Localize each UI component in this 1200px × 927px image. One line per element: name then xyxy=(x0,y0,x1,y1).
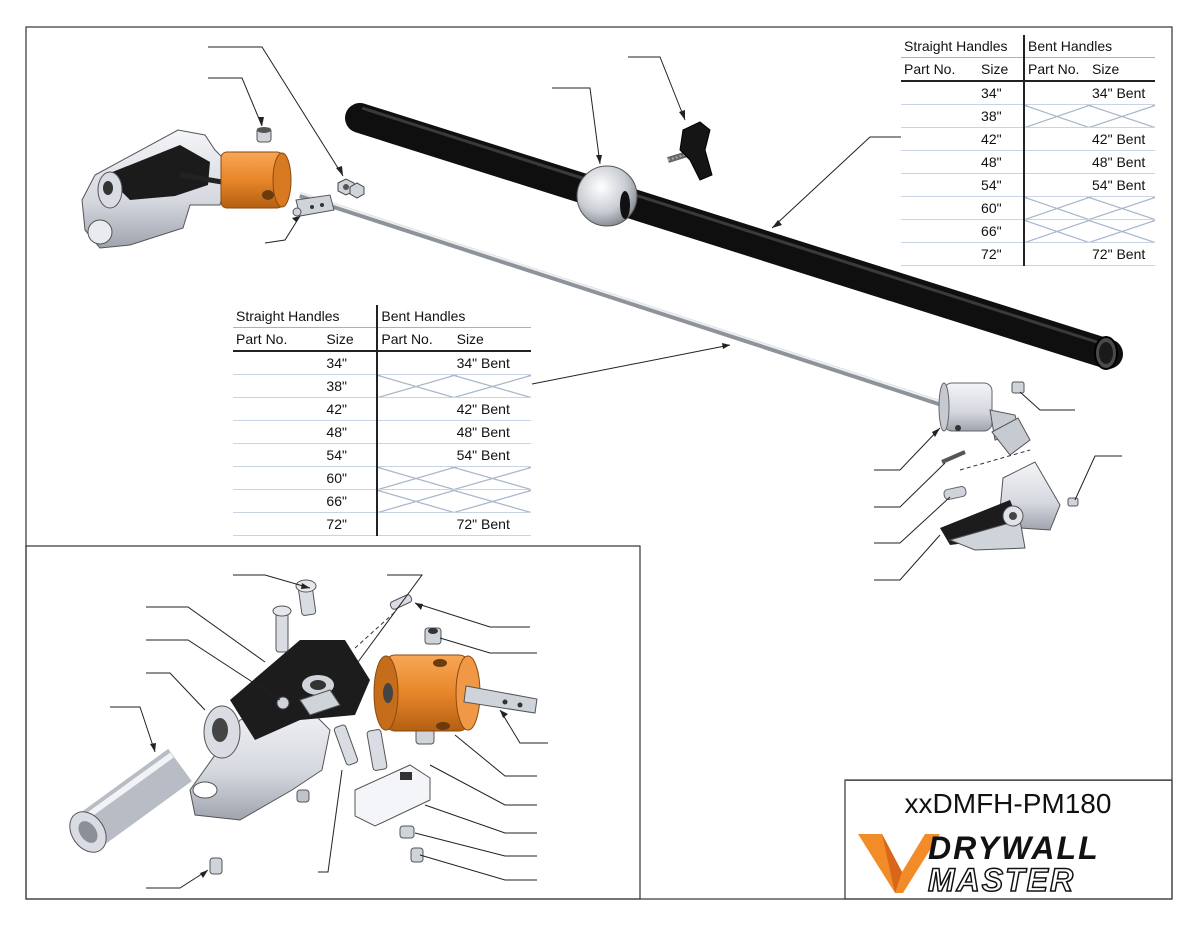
unavailable-cell xyxy=(453,489,531,513)
straight-handles-header: Straight Handles xyxy=(233,305,379,328)
unavailable-cell xyxy=(1089,196,1155,220)
bent-size-cell: 48" Bent xyxy=(453,420,531,444)
size-cell: 34" xyxy=(978,81,1026,105)
brand-word-master: MASTER xyxy=(927,861,1076,899)
unavailable-cell xyxy=(453,374,531,398)
bent-size-cell: 42" Bent xyxy=(453,397,531,421)
unavailable-cell xyxy=(453,466,531,490)
size-cell: 34" xyxy=(323,351,379,375)
bent-size-cell: 54" Bent xyxy=(453,443,531,467)
handle-table-top: Straight Handles Bent Handles Part No. S… xyxy=(901,35,1155,266)
table-row: 34" 34" Bent xyxy=(233,351,531,375)
brand-logo: DRYWALL MASTER xyxy=(846,824,1171,899)
table-row: 38" xyxy=(901,104,1155,128)
table-row: 48" 48" Bent xyxy=(233,420,531,444)
detail-head-assembly xyxy=(69,579,538,875)
table-row: 54" 54" Bent xyxy=(901,173,1155,197)
unavailable-cell xyxy=(1089,219,1155,243)
size-cell: 72" xyxy=(323,512,379,536)
table-row: 42" 42" Bent xyxy=(901,127,1155,151)
size-cell: 42" xyxy=(978,127,1026,151)
bent-size-cell: 48" Bent xyxy=(1089,150,1155,174)
size-cell: 66" xyxy=(978,219,1026,243)
bent-size-cell: 72" Bent xyxy=(1089,242,1155,266)
unavailable-cell xyxy=(1024,219,1090,243)
table-row: 60" xyxy=(233,466,531,490)
table-row: 60" xyxy=(901,196,1155,220)
detail-view-border xyxy=(25,545,641,900)
leader-arrowheads-detail xyxy=(150,583,508,878)
size-cell: 38" xyxy=(978,104,1026,128)
table-row: 42" 42" Bent xyxy=(233,397,531,421)
table-row: 66" xyxy=(901,219,1155,243)
table-row: 66" xyxy=(233,489,531,513)
part-no-header: Part No. xyxy=(233,327,324,352)
handle-table-middle: Straight Handles Bent Handles Part No. S… xyxy=(233,305,531,536)
t-knob xyxy=(667,121,713,181)
size-cell: 42" xyxy=(323,397,379,421)
bent-handles-header: Bent Handles xyxy=(1024,35,1155,58)
size-cell: 54" xyxy=(323,443,379,467)
size-header: Size xyxy=(978,57,1026,82)
size-cell: 54" xyxy=(978,173,1026,197)
table-row: 72" 72" Bent xyxy=(233,512,531,536)
unavailable-cell xyxy=(377,374,454,398)
hex-nut xyxy=(337,178,365,199)
unavailable-cell xyxy=(377,489,454,513)
unavailable-cell xyxy=(377,466,454,490)
bent-handles-header: Bent Handles xyxy=(377,305,531,328)
table-row: 38" xyxy=(233,374,531,398)
right-head-assembly xyxy=(938,381,1079,551)
detail-handle-tube xyxy=(69,748,192,853)
table-row: 34" 34" Bent xyxy=(901,81,1155,105)
left-head-assembly xyxy=(81,127,365,249)
brand-word-drywall: DRYWALL xyxy=(928,830,1100,866)
size-header: Size xyxy=(323,327,379,352)
ball-collar xyxy=(576,165,638,227)
unavailable-cell xyxy=(1089,104,1155,128)
leader-arrowheads-main xyxy=(258,110,940,437)
bent-size-cell: 42" Bent xyxy=(1089,127,1155,151)
bent-size-header: Size xyxy=(453,327,531,352)
callout-leaders-detail xyxy=(110,574,548,889)
size-cell: 48" xyxy=(978,150,1026,174)
table-row: 54" 54" Bent xyxy=(233,443,531,467)
unavailable-cell xyxy=(1024,104,1090,128)
black-handle-tube xyxy=(345,103,1123,370)
brand-logo-chevron xyxy=(858,834,940,893)
bent-size-cell: 34" Bent xyxy=(1089,81,1155,105)
bent-size-cell: 72" Bent xyxy=(453,512,531,536)
bent-part-no-header: Part No. xyxy=(377,327,454,352)
table-row: 48" 48" Bent xyxy=(901,150,1155,174)
bent-size-cell: 54" Bent xyxy=(1089,173,1155,197)
size-cell: 60" xyxy=(323,466,379,490)
bent-size-cell: 34" Bent xyxy=(453,351,531,375)
part-no-header: Part No. xyxy=(901,57,979,82)
table-row: 72" 72" Bent xyxy=(901,242,1155,266)
size-cell: 48" xyxy=(323,420,379,444)
unavailable-cell xyxy=(1024,196,1090,220)
straight-handles-header: Straight Handles xyxy=(901,35,1026,58)
size-cell: 72" xyxy=(978,242,1026,266)
detail-orange-sleeve xyxy=(373,654,481,732)
size-cell: 60" xyxy=(978,196,1026,220)
steel-rod xyxy=(299,192,946,408)
drawing-number: xxDMFH-PM180 xyxy=(845,780,1171,825)
bent-part-no-header: Part No. xyxy=(1024,57,1090,82)
size-cell: 38" xyxy=(323,374,379,398)
size-cell: 66" xyxy=(323,489,379,513)
bent-size-header: Size xyxy=(1089,57,1155,82)
